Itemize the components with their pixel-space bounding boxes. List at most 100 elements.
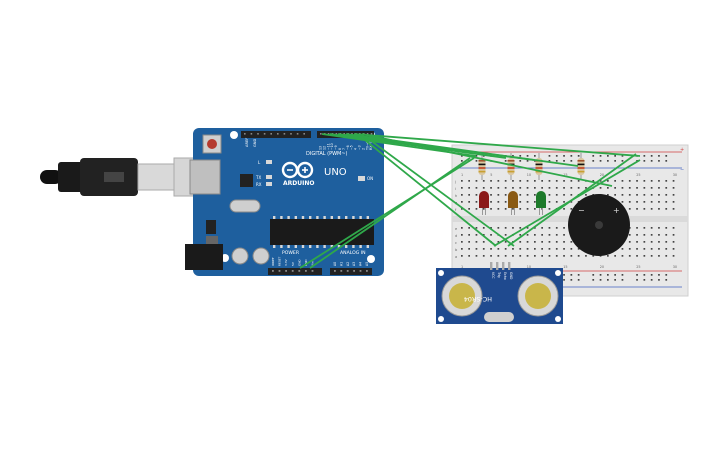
digital-pin[interactable] — [296, 133, 299, 135]
rail-hole[interactable] — [643, 160, 646, 162]
terminal-hole[interactable] — [621, 187, 624, 189]
digital-pin[interactable] — [327, 133, 330, 135]
terminal-hole[interactable] — [636, 187, 638, 189]
terminal-hole[interactable] — [548, 227, 551, 229]
terminal-hole[interactable] — [526, 201, 529, 203]
terminal-hole[interactable] — [665, 201, 668, 203]
terminal-hole[interactable] — [658, 234, 660, 236]
terminal-hole[interactable] — [497, 227, 500, 229]
rail-hole[interactable] — [614, 274, 616, 276]
rail-hole[interactable] — [665, 160, 668, 162]
rail-hole[interactable] — [621, 160, 624, 162]
terminal-hole[interactable] — [475, 187, 478, 189]
terminal-hole[interactable] — [643, 201, 646, 203]
terminal-hole[interactable] — [512, 227, 514, 229]
terminal-hole[interactable] — [475, 194, 478, 196]
digital-pin[interactable] — [290, 133, 292, 135]
terminal-hole[interactable] — [475, 234, 478, 236]
terminal-hole[interactable] — [475, 201, 478, 203]
terminal-hole[interactable] — [461, 187, 463, 189]
terminal-hole[interactable] — [497, 208, 500, 210]
terminal-hole[interactable] — [672, 201, 675, 203]
terminal-hole[interactable] — [468, 234, 470, 236]
piezo-buzzer[interactable]: − + — [568, 194, 630, 256]
terminal-hole[interactable] — [461, 241, 463, 243]
terminal-hole[interactable] — [621, 248, 624, 250]
power-header[interactable] — [268, 268, 322, 275]
terminal-hole[interactable] — [526, 180, 529, 182]
terminal-hole[interactable] — [650, 194, 653, 196]
jumper-wire[interactable] — [369, 139, 515, 247]
rail-hole[interactable] — [563, 274, 565, 276]
power-pin[interactable] — [285, 270, 287, 272]
terminal-hole[interactable] — [526, 187, 529, 189]
terminal-hole[interactable] — [461, 248, 463, 250]
rail-hole[interactable] — [599, 274, 602, 276]
rail-hole[interactable] — [665, 279, 668, 281]
terminal-hole[interactable] — [563, 201, 565, 203]
rail-hole[interactable] — [577, 155, 580, 157]
terminal-hole[interactable] — [548, 180, 551, 182]
rail-hole[interactable] — [504, 160, 507, 162]
rail-hole[interactable] — [519, 155, 522, 157]
terminal-hole[interactable] — [541, 255, 543, 257]
rail-hole[interactable] — [650, 274, 653, 276]
terminal-hole[interactable] — [628, 234, 631, 236]
rail-hole[interactable] — [526, 160, 529, 162]
rail-hole[interactable] — [563, 160, 565, 162]
rail-hole[interactable] — [607, 160, 609, 162]
analog-pin[interactable] — [366, 270, 368, 272]
terminal-hole[interactable] — [519, 241, 522, 243]
rail-hole[interactable] — [526, 155, 529, 157]
terminal-hole[interactable] — [519, 201, 522, 203]
rail-hole[interactable] — [475, 160, 478, 162]
analog-pin[interactable] — [346, 270, 349, 272]
terminal-hole[interactable] — [658, 194, 660, 196]
terminal-hole[interactable] — [665, 194, 668, 196]
terminal-hole[interactable] — [665, 234, 668, 236]
terminal-hole[interactable] — [541, 248, 543, 250]
digital-pin[interactable] — [303, 133, 305, 135]
terminal-hole[interactable] — [570, 241, 573, 243]
digital-pin[interactable] — [320, 133, 322, 135]
sensor-pin[interactable] — [502, 262, 505, 270]
terminal-hole[interactable] — [650, 248, 653, 250]
terminal-hole[interactable] — [650, 180, 653, 182]
digital-pin[interactable] — [370, 133, 373, 135]
green-led[interactable] — [536, 191, 546, 208]
rail-hole[interactable] — [614, 155, 616, 157]
terminal-hole[interactable] — [526, 227, 529, 229]
terminal-hole[interactable] — [555, 227, 558, 229]
terminal-hole[interactable] — [650, 227, 653, 229]
jumper-wire[interactable] — [353, 133, 641, 157]
resistor[interactable] — [507, 158, 515, 175]
orange-led[interactable] — [508, 191, 518, 208]
terminal-hole[interactable] — [636, 194, 638, 196]
terminal-hole[interactable] — [468, 201, 470, 203]
terminal-hole[interactable] — [534, 180, 536, 182]
rail-hole[interactable] — [607, 274, 609, 276]
terminal-hole[interactable] — [468, 187, 470, 189]
power-pin[interactable] — [291, 270, 294, 272]
terminal-hole[interactable] — [519, 194, 522, 196]
terminal-hole[interactable] — [555, 234, 558, 236]
terminal-hole[interactable] — [570, 201, 573, 203]
terminal-hole[interactable] — [461, 234, 463, 236]
terminal-hole[interactable] — [519, 180, 522, 182]
analog-pin[interactable] — [359, 270, 362, 272]
terminal-hole[interactable] — [563, 208, 565, 210]
rail-hole[interactable] — [658, 274, 660, 276]
terminal-hole[interactable] — [650, 201, 653, 203]
resistor[interactable] — [577, 158, 585, 175]
terminal-hole[interactable] — [482, 180, 485, 182]
terminal-hole[interactable] — [461, 180, 463, 182]
rail-hole[interactable] — [636, 279, 638, 281]
terminal-hole[interactable] — [570, 255, 573, 257]
terminal-hole[interactable] — [504, 227, 507, 229]
reset-button-cap[interactable] — [207, 139, 217, 149]
terminal-hole[interactable] — [643, 241, 646, 243]
terminal-hole[interactable] — [497, 248, 500, 250]
rail-hole[interactable] — [592, 279, 595, 281]
digital-pin[interactable] — [244, 133, 246, 135]
